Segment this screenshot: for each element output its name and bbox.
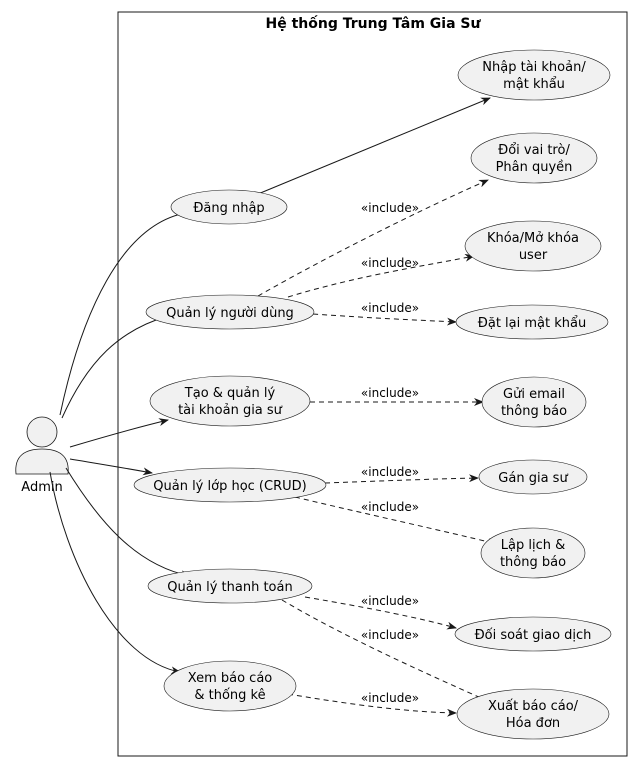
- include-khoa-mo: [287, 253, 475, 298]
- assoc-quan-ly-nguoi-dung: [61, 314, 169, 419]
- use-case-gui-email[interactable]: Gửi email thông báo: [481, 376, 587, 428]
- include-gan-gia-su: [324, 474, 479, 484]
- use-case-label: thông báo: [500, 555, 566, 570]
- use-case-label: mật khẩu: [503, 77, 565, 92]
- use-case-label: Phân quyền: [496, 160, 573, 175]
- use-case-doi-vai-tro[interactable]: Đổi vai trò/ Phân quyền: [470, 132, 598, 184]
- actor-head: [26, 416, 58, 448]
- use-case-nhap-tai-khoan[interactable]: Nhập tài khoản/ mật khẩu: [457, 49, 611, 101]
- include-label: «include»: [361, 500, 419, 514]
- assoc-xem-bao-cao: [49, 471, 181, 675]
- include-label: «include»: [361, 594, 419, 608]
- include-label: «include»: [361, 301, 419, 315]
- assoc-tao-ql-gia-su: [69, 418, 169, 448]
- system-title: Hệ thống Trung Tâm Gia Sư: [266, 15, 482, 32]
- include-doi-soat: [304, 596, 457, 630]
- use-case-quan-ly-lop-hoc[interactable]: Quản lý lớp học (CRUD): [133, 467, 327, 503]
- use-case-label: user: [519, 248, 548, 263]
- use-case-label: Tạo & quản lý: [184, 386, 276, 401]
- use-case-label: Đổi vai trò/: [498, 143, 570, 158]
- include-label: «include»: [361, 256, 419, 270]
- use-case-label: Hóa đơn: [506, 716, 560, 731]
- use-case-dat-lai-mat-khau[interactable]: Đặt lại mật khẩu: [455, 304, 609, 340]
- include-doi-vai-tro: [257, 179, 489, 297]
- use-case-label: tài khoản gia sư: [178, 403, 283, 418]
- use-case-label: Đối soát giao dịch: [475, 628, 592, 643]
- use-case-label: Gửi email: [503, 387, 565, 402]
- use-case-doi-soat-giao-dich[interactable]: Đối soát giao dịch: [454, 616, 612, 652]
- include-xuat-bc-tt: [281, 599, 493, 704]
- use-case-label: Khóa/Mở khóa: [487, 231, 579, 246]
- assoc-nhap-tai-khoan: [257, 97, 491, 195]
- include-label: «include»: [361, 465, 419, 479]
- include-xuat-bc-bc: [287, 693, 457, 717]
- use-case-lap-lich[interactable]: Lập lịch & thông báo: [480, 527, 586, 579]
- use-case-label: thông báo: [501, 404, 567, 419]
- use-case-label: Nhập tài khoản/: [482, 60, 586, 75]
- admin-actor[interactable]: Admin: [15, 416, 69, 495]
- use-case-label: Đăng nhập: [193, 201, 264, 216]
- actor-name: Admin: [21, 480, 62, 495]
- use-case-quan-ly-thanh-toan[interactable]: Quản lý thanh toán: [147, 568, 313, 604]
- use-case-label: Xem báo cáo: [188, 671, 273, 686]
- use-case-label: Gán gia sư: [498, 471, 568, 486]
- use-case-label: Lập lịch &: [501, 538, 565, 553]
- include-label: «include»: [361, 628, 419, 642]
- assoc-ql-thanh-toan: [65, 467, 191, 579]
- include-dat-lai-mk: [312, 313, 457, 326]
- use-case-tao-quan-ly-gia-su[interactable]: Tạo & quản lý tài khoản gia sư: [149, 375, 311, 427]
- actor-body: [15, 448, 69, 475]
- include-label: «include»: [361, 386, 419, 400]
- use-case-label: & thống kê: [194, 688, 265, 703]
- use-case-label: Quản lý lớp học (CRUD): [153, 479, 306, 494]
- include-label: «include»: [361, 691, 419, 705]
- use-case-xem-bao-cao[interactable]: Xem báo cáo & thống kê: [163, 660, 297, 712]
- use-case-xuat-bao-cao[interactable]: Xuất báo cáo/ Hóa đơn: [456, 688, 610, 740]
- use-case-dang-nhap[interactable]: Đăng nhập: [170, 189, 288, 225]
- use-case-gan-gia-su[interactable]: Gán gia sư: [478, 459, 588, 495]
- use-case-khoa-mo-khoa[interactable]: Khóa/Mở khóa user: [464, 220, 602, 272]
- include-lap-lich: [294, 496, 498, 546]
- use-case-label: Đặt lại mật khẩu: [478, 316, 586, 331]
- assoc-ql-lop: [69, 458, 153, 476]
- use-case-label: Quản lý người dùng: [166, 306, 294, 321]
- use-case-label: Xuất báo cáo/: [488, 699, 579, 714]
- use-case-label: Quản lý thanh toán: [167, 580, 292, 595]
- include-label: «include»: [361, 201, 419, 215]
- use-case-quan-ly-nguoi-dung[interactable]: Quản lý người dùng: [145, 294, 315, 330]
- assoc-dang-nhap: [59, 209, 193, 416]
